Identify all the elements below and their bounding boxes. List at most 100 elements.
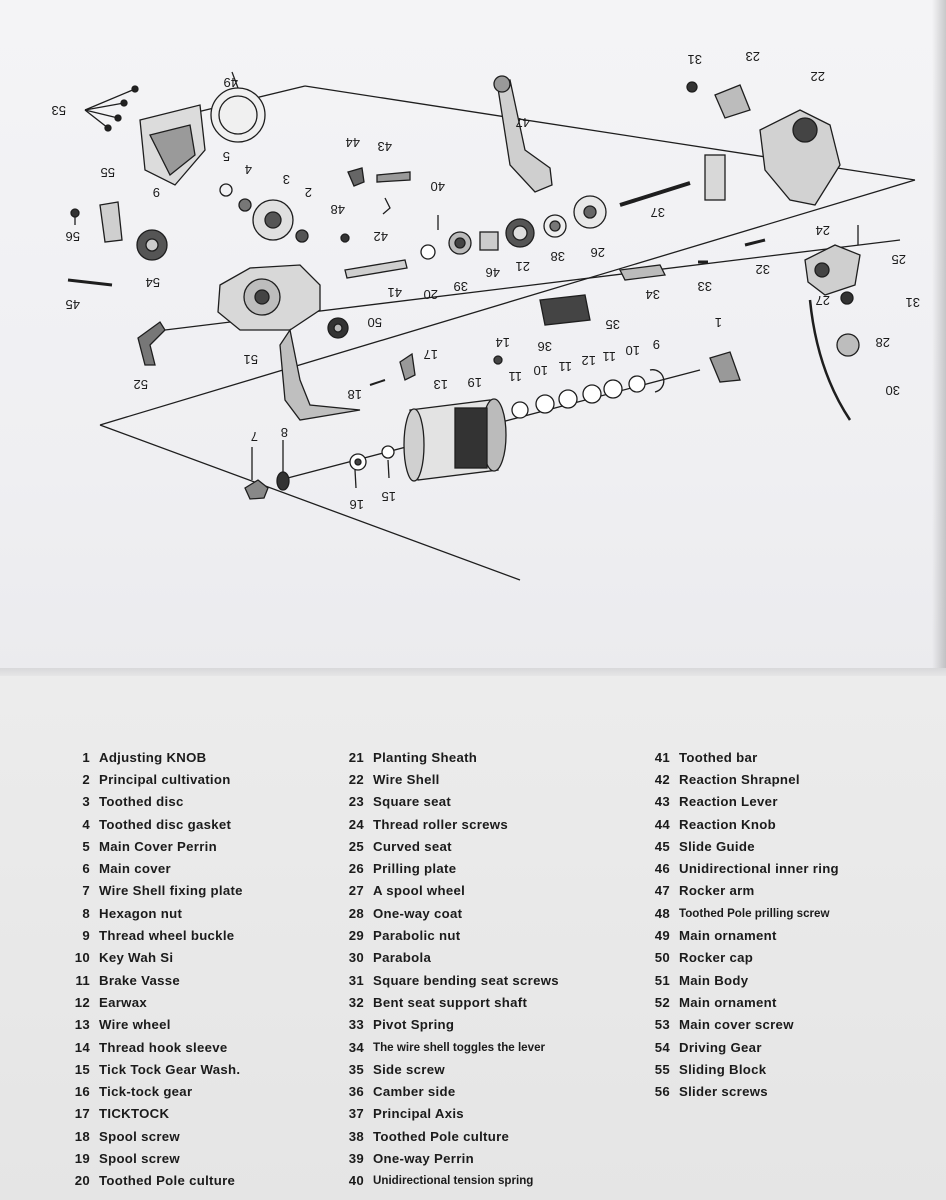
legend-item-label: Thread roller screws [373, 816, 509, 832]
legend-item-number: 36 [348, 1084, 364, 1100]
legend-item-label: Key Wah Si [99, 950, 174, 966]
callout-23: 23 [746, 49, 760, 64]
legend-item-number: 9 [82, 928, 90, 944]
legend-item-label: Toothed disc [99, 794, 184, 810]
callout-4: 4 [245, 162, 252, 177]
legend-item-label: Main Body [679, 972, 749, 988]
legend-item-number: 20 [74, 1173, 90, 1189]
legend-item-label: TICKTOCK [99, 1106, 170, 1122]
callout-17: 17 [424, 347, 438, 362]
legend-item-number: 37 [348, 1106, 364, 1122]
legend-item-label: The wire shell toggles the lever [373, 1040, 546, 1054]
legend-item-label: Wire wheel [99, 1017, 171, 1033]
legend-item-label: Slide Guide [679, 838, 755, 854]
callout-5: 5 [223, 149, 230, 164]
callout-36: 36 [538, 339, 552, 354]
legend-item-label: Slider screws [679, 1084, 768, 1100]
legend-item: 54 Driving Gear [636, 1036, 839, 1058]
callout-26: 26 [591, 245, 605, 260]
legend-item-number: 1 [82, 749, 90, 765]
callout-11b: 11 [559, 359, 573, 374]
callout-18: 18 [348, 387, 362, 402]
callout-21: 21 [516, 259, 530, 274]
callout-1: 1 [715, 315, 722, 330]
legend-item-label: Driving Gear [679, 1039, 762, 1055]
legend-item-number: 11 [75, 972, 90, 988]
legend-item-label: Camber side [373, 1084, 456, 1100]
legend-item-number: 54 [654, 1039, 670, 1055]
legend-item: 56 Slider screws [636, 1080, 839, 1102]
callout-46: 46 [486, 265, 500, 280]
legend-item-label: Main ornament [679, 994, 777, 1010]
callout-35: 35 [606, 317, 620, 332]
callout-48: 48 [331, 202, 345, 217]
callout-39: 39 [454, 279, 468, 294]
legend-item-number: 35 [348, 1061, 364, 1077]
legend-item-number: 31 [348, 972, 364, 988]
callout-55: 55 [101, 165, 115, 180]
legend-item-number: 17 [74, 1106, 90, 1122]
legend-item-label: Thread hook sleeve [99, 1039, 228, 1055]
callout-47: 47 [516, 115, 530, 130]
legend-item-label: Hexagon nut [99, 905, 183, 921]
legend-item-number: 43 [654, 794, 670, 810]
legend-item: 20 Toothed Pole culture [56, 1170, 243, 1192]
legend-item-label: Earwax [99, 994, 147, 1010]
legend-item-number: 29 [348, 928, 364, 944]
legend-item-number: 6 [82, 861, 90, 877]
legend-item: 43 Reaction Lever [636, 791, 839, 813]
legend-item-label: Curved seat [373, 838, 452, 854]
legend-item-label: Parabola [373, 950, 432, 966]
legend-item-label: Main ornament [679, 928, 777, 944]
legend-item-number: 56 [654, 1084, 670, 1100]
legend-item-number: 5 [82, 838, 90, 854]
legend-item: 8 Hexagon nut [56, 902, 243, 924]
legend-item-label: Spool screw [99, 1150, 180, 1166]
legend-item-number: 14 [74, 1039, 90, 1055]
legend-item-number: 50 [654, 950, 670, 966]
legend-item-label: Main cover [99, 861, 171, 877]
legend-item-number: 22 [348, 771, 364, 787]
legend-item-label: Toothed Pole culture [99, 1173, 236, 1189]
legend-item-number: 8 [82, 905, 90, 921]
callout-24: 24 [816, 223, 830, 238]
legend-item-number: 32 [348, 994, 364, 1010]
callout-44: 44 [346, 135, 360, 150]
callout-53: 53 [52, 103, 66, 118]
legend-item: 36 Camber side [330, 1080, 559, 1102]
exploded-view-diagram: 53 49 55 9 56 45 54 52 5 4 3 2 48 51 50 … [52, 49, 920, 581]
legend-item-number: 55 [654, 1061, 670, 1077]
legend-item: 3 Toothed disc [56, 791, 243, 813]
callout-22: 22 [811, 69, 825, 84]
callout-9b: 9 [653, 337, 660, 352]
legend-item-label: Reaction Lever [679, 794, 778, 810]
legend-item-label: One-way coat [373, 905, 463, 921]
legend-item-label: One-way Perrin [373, 1150, 474, 1166]
legend-item-label: Toothed Pole culture [373, 1128, 510, 1144]
legend-item-number: 46 [654, 861, 670, 877]
legend-item-number: 3 [82, 794, 90, 810]
callout-31b: 31 [906, 295, 920, 310]
legend-item-label: Principal Axis [373, 1106, 464, 1122]
assembly-line [99, 424, 521, 581]
legend-item-number: 10 [74, 950, 90, 966]
